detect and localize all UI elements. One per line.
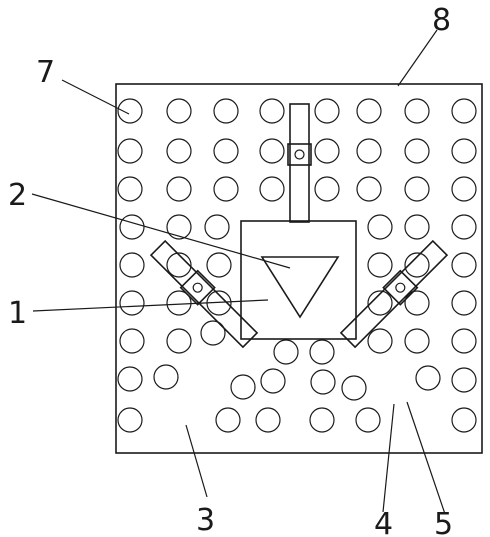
hole — [451, 176, 477, 202]
callout-5: 5 — [434, 507, 453, 537]
hole — [206, 252, 232, 278]
hole — [451, 367, 477, 393]
hole — [404, 328, 430, 354]
hole — [404, 176, 430, 202]
hole — [166, 138, 192, 164]
hole — [215, 407, 241, 433]
hole — [204, 214, 230, 240]
hole — [166, 252, 192, 278]
hole — [166, 98, 192, 124]
hole — [260, 368, 286, 394]
hole — [117, 366, 143, 392]
hole-array — [117, 98, 477, 433]
hole — [451, 407, 477, 433]
hole — [310, 369, 336, 395]
central-block — [240, 220, 357, 340]
hole — [451, 98, 477, 124]
hole — [404, 98, 430, 124]
callout-2: 2 — [8, 178, 27, 213]
hole — [356, 138, 382, 164]
hole — [404, 138, 430, 164]
hole — [367, 328, 393, 354]
hole — [259, 176, 285, 202]
hole — [213, 98, 239, 124]
callout-1: 1 — [8, 296, 27, 331]
hole — [404, 214, 430, 240]
top-connector-arm — [287, 103, 312, 223]
hole — [356, 176, 382, 202]
hole — [230, 374, 256, 400]
hole — [451, 138, 477, 164]
hole — [166, 214, 192, 240]
hole — [314, 138, 340, 164]
hole — [119, 252, 145, 278]
hole — [166, 176, 192, 202]
hole — [259, 98, 285, 124]
hole — [451, 290, 477, 316]
callout-3: 3 — [196, 503, 215, 537]
triangle-window — [260, 256, 340, 319]
hole — [309, 339, 335, 365]
hole — [166, 290, 192, 316]
hole — [213, 138, 239, 164]
base-plate — [115, 83, 483, 454]
hole — [451, 214, 477, 240]
hole — [166, 328, 192, 354]
hole — [355, 407, 381, 433]
hole — [119, 328, 145, 354]
hole — [213, 176, 239, 202]
hole — [117, 407, 143, 433]
hole — [273, 339, 299, 365]
callout-7: 7 — [36, 55, 55, 90]
hole — [451, 328, 477, 354]
hole — [404, 252, 430, 278]
hole — [259, 138, 285, 164]
hole — [119, 290, 145, 316]
hole — [415, 365, 441, 391]
hole — [356, 98, 382, 124]
hole — [200, 320, 226, 346]
hole — [451, 252, 477, 278]
hole — [314, 98, 340, 124]
hole — [309, 407, 335, 433]
right-connector-arm — [339, 239, 449, 349]
hole — [367, 252, 393, 278]
callout-8: 8 — [432, 3, 451, 38]
hole — [117, 98, 143, 124]
left-connector-arm — [149, 239, 259, 349]
hole — [314, 176, 340, 202]
hole — [153, 364, 179, 390]
hole — [367, 214, 393, 240]
leader-lines — [31, 29, 446, 515]
hole — [404, 290, 430, 316]
hole — [117, 138, 143, 164]
hole — [255, 407, 281, 433]
hole — [367, 290, 393, 316]
hole — [341, 375, 367, 401]
hole — [117, 176, 143, 202]
hole — [119, 214, 145, 240]
callout-4: 4 — [374, 507, 393, 537]
